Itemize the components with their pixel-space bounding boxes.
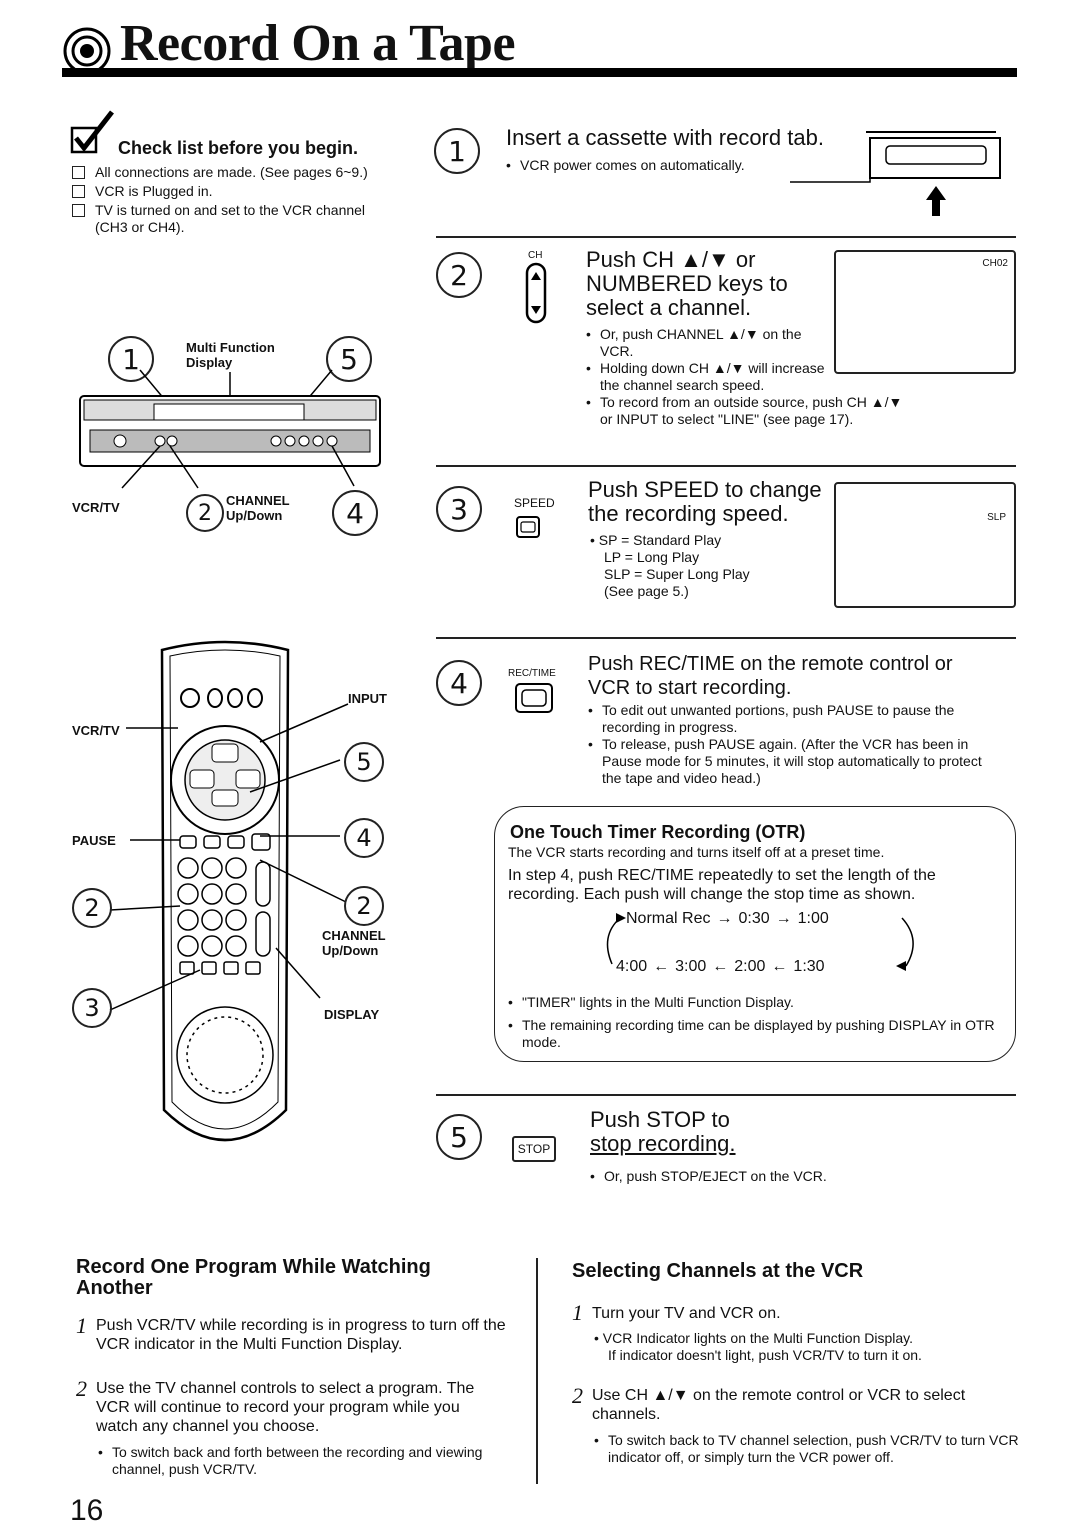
multi-function-display-label: Multi Function Display [186,340,275,370]
vcr-front-illustration [79,369,381,489]
sc-step-1-text: Turn your TV and VCR on. [592,1305,781,1322]
otr-line2: In step 4, push REC/TIME repeatedly to s… [508,867,936,903]
rww-step-2-number: 2 [76,1376,87,1401]
step-3-number: 3 [436,486,482,532]
divider [436,236,1016,238]
arrow-right-icon: → [775,910,792,927]
cassette-icon [790,131,1001,216]
vcrtv-label: VCR/TV [72,500,120,515]
marker-4-vcr: 4 [332,490,378,536]
step-3-key-label: SPEED [514,496,555,510]
arrow-left-icon: ← [712,958,729,975]
otr-heading: One Touch Timer Recording (OTR) [510,822,806,842]
step-2-notes: Or, push CHANNEL ▲/▼ on the VCR. Holding… [586,326,916,428]
rec-time-button-icon [515,683,553,713]
marker-4-remote: 4 [344,818,384,858]
divider [436,1094,1016,1096]
otr-cycle-arrows [606,913,914,971]
selecting-channels-heading: Selecting Channels at the VCR [572,1260,864,1282]
page-title: Record On a Tape [120,15,516,72]
checkbox-icon [72,166,85,179]
step-4-notes: To edit out unwanted portions, push PAUS… [588,702,998,787]
remote-vcrtv-label: VCR/TV [72,723,120,738]
step-4-key-label: REC/TIME [508,668,556,679]
marker-2-remote-left: 2 [72,888,112,928]
otr-panel [494,806,1016,1062]
sc-step-2-note: To switch back to TV channel selection, … [594,1432,1024,1466]
checklist-heading: Check list before you begin. [118,138,359,158]
sc-step-2-text: Use CH ▲/▼ on the remote control or VCR … [592,1387,966,1423]
otr-cycle-bottom: 4:00← 3:00← 2:00← 1:30 [616,958,825,975]
rww-note: To switch back and forth between the rec… [98,1444,498,1478]
arrow-right-icon: → [716,910,733,927]
arrow-left-icon: ← [771,958,788,975]
checkbox-icon [72,185,85,198]
sc-step-2-number: 2 [572,1383,583,1408]
marker-2-vcr: 2 [186,494,224,532]
rww-step-2-text: Use the TV channel controls to select a … [96,1380,475,1435]
step-5-number: 5 [436,1114,482,1160]
step-2-title: Push CH ▲/▼ or NUMBERED keys to select a… [586,247,788,320]
channel-rocker-icon [525,262,547,324]
tv-screen-speed: SLP [834,482,1016,608]
marker-5-remote: 5 [344,742,384,782]
screen-speed-readout: SLP [987,512,1006,523]
arrow-left-icon: ← [653,958,670,975]
marker-1-vcr: 1 [108,336,154,382]
checklist-item: TV is turned on and set to the VCR chann… [72,202,372,236]
step-2-key-label: CH [528,250,543,261]
stop-button-icon: STOP [512,1136,556,1162]
remote-control-illustration [160,640,290,1142]
otr-cycle-top: Normal Rec→ 0:30→ 1:00 [626,910,829,927]
divider [436,637,1016,639]
record-while-watching-heading: Record One Program While Watching Anothe… [76,1256,431,1299]
step-1-notes: VCR power comes on automatically. [506,157,806,174]
checklist-item: All connections are made. (See pages 6~9… [72,164,372,181]
marker-2-remote-right: 2 [344,886,384,926]
remote-input-label: INPUT [348,691,387,706]
screen-channel-readout: CH02 [982,258,1008,269]
step-1-title: Insert a cassette with record tab. [506,125,824,150]
step-5-notes: Or, push STOP/EJECT on the VCR. [590,1168,930,1185]
step-2-number: 2 [436,252,482,298]
tv-screen-ch: CH02 [834,250,1016,374]
step-3-notes: • SP = Standard Play LP = Long Play SLP … [590,532,750,599]
remote-callout-lines [109,703,349,1011]
checkmark-icon [70,110,114,154]
step-5-title: Push STOP to stop recording. [590,1107,736,1156]
step-3-title: Push SPEED to change the recording speed… [588,477,822,526]
rww-step-1-text: Push VCR/TV while recording is in progre… [96,1317,506,1353]
remote-pause-label: PAUSE [72,833,116,848]
checklist-item: VCR is Plugged in. [72,183,372,200]
marker-3-remote: 3 [72,988,112,1028]
step-1-number: 1 [434,128,480,174]
rww-step-1-number: 1 [76,1313,87,1338]
checklist: All connections are made. (See pages 6~9… [72,164,372,236]
step-4-number: 4 [436,660,482,706]
divider [436,465,1016,467]
checkbox-icon [72,204,85,217]
page-number: 16 [70,1494,104,1527]
sc-step-1-number: 1 [572,1300,583,1325]
sc-step-1-notes: • VCR Indicator lights on the Multi Func… [594,1330,922,1363]
otr-notes: "TIMER" lights in the Multi Function Dis… [508,994,998,1051]
vertical-divider [536,1258,538,1484]
step-4-title: Push REC/TIME on the remote control or V… [588,653,953,699]
otr-line1: The VCR starts recording and turns itsel… [508,844,885,860]
remote-display-label: DISPLAY [324,1007,380,1022]
speed-button-icon [516,516,540,538]
marker-5-vcr: 5 [326,336,372,382]
title-rule [62,68,1017,77]
